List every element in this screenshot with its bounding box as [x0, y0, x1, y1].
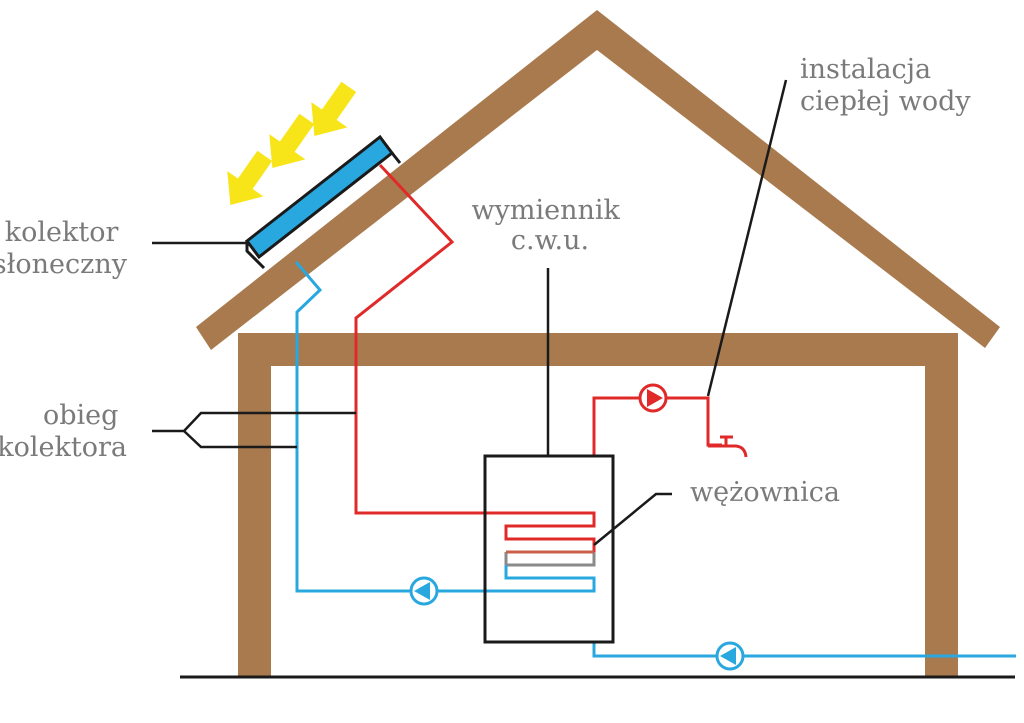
hot-supply-pipe — [354, 163, 596, 554]
label-exchanger-line1: wymiennik — [472, 195, 621, 226]
cold-return-pipe — [294, 261, 596, 593]
leader-lines — [152, 79, 788, 546]
sun-ray-arrow-icon — [269, 113, 315, 169]
label-exchanger: wymiennik c.w.u. — [472, 195, 629, 256]
coil-transition — [504, 552, 596, 567]
water-tap-icon — [708, 435, 748, 458]
circulation-pump-icon — [638, 383, 668, 413]
ceiling-beam — [238, 333, 958, 366]
label-hot-water-installation-line2: ciepłej wody — [800, 86, 971, 117]
collector-loop-leader — [183, 430, 297, 449]
label-hot-water-installation-line1: instalacja — [800, 54, 931, 85]
label-collector-line2: słoneczny — [0, 249, 128, 280]
collector-loop-leader — [152, 411, 356, 433]
left-wall — [238, 333, 271, 677]
label-collector-loop-line2: kolektora — [0, 432, 127, 463]
sun-rays — [227, 81, 357, 206]
label-exchanger-line2: c.w.u. — [511, 225, 589, 256]
label-collector-loop: obieg kolektora — [0, 400, 127, 463]
label-collector: kolektor słoneczny — [0, 217, 128, 280]
coil-leader — [593, 492, 672, 546]
label-coil: wężownica — [690, 477, 840, 508]
solar-collector — [244, 134, 402, 270]
collector-frame — [245, 241, 266, 270]
sun-ray-arrow-icon — [227, 150, 273, 206]
sun-ray-arrow-icon — [311, 81, 357, 137]
circulation-pump-icon — [715, 641, 745, 671]
label-collector-line1: kolektor — [5, 217, 119, 248]
hot-water-installation-leader — [706, 79, 788, 397]
collector-frame — [390, 152, 402, 164]
circulation-pump-icon — [409, 576, 439, 606]
right-wall — [925, 333, 958, 677]
label-collector-loop-line1: obieg — [43, 400, 118, 431]
label-hot-water-installation: instalacja ciepłej wody — [800, 54, 971, 117]
labels: kolektor słoneczny obieg kolektora wymie… — [0, 54, 971, 508]
house-structure — [180, 10, 1015, 679]
cold-mains-pipe — [592, 643, 1016, 658]
